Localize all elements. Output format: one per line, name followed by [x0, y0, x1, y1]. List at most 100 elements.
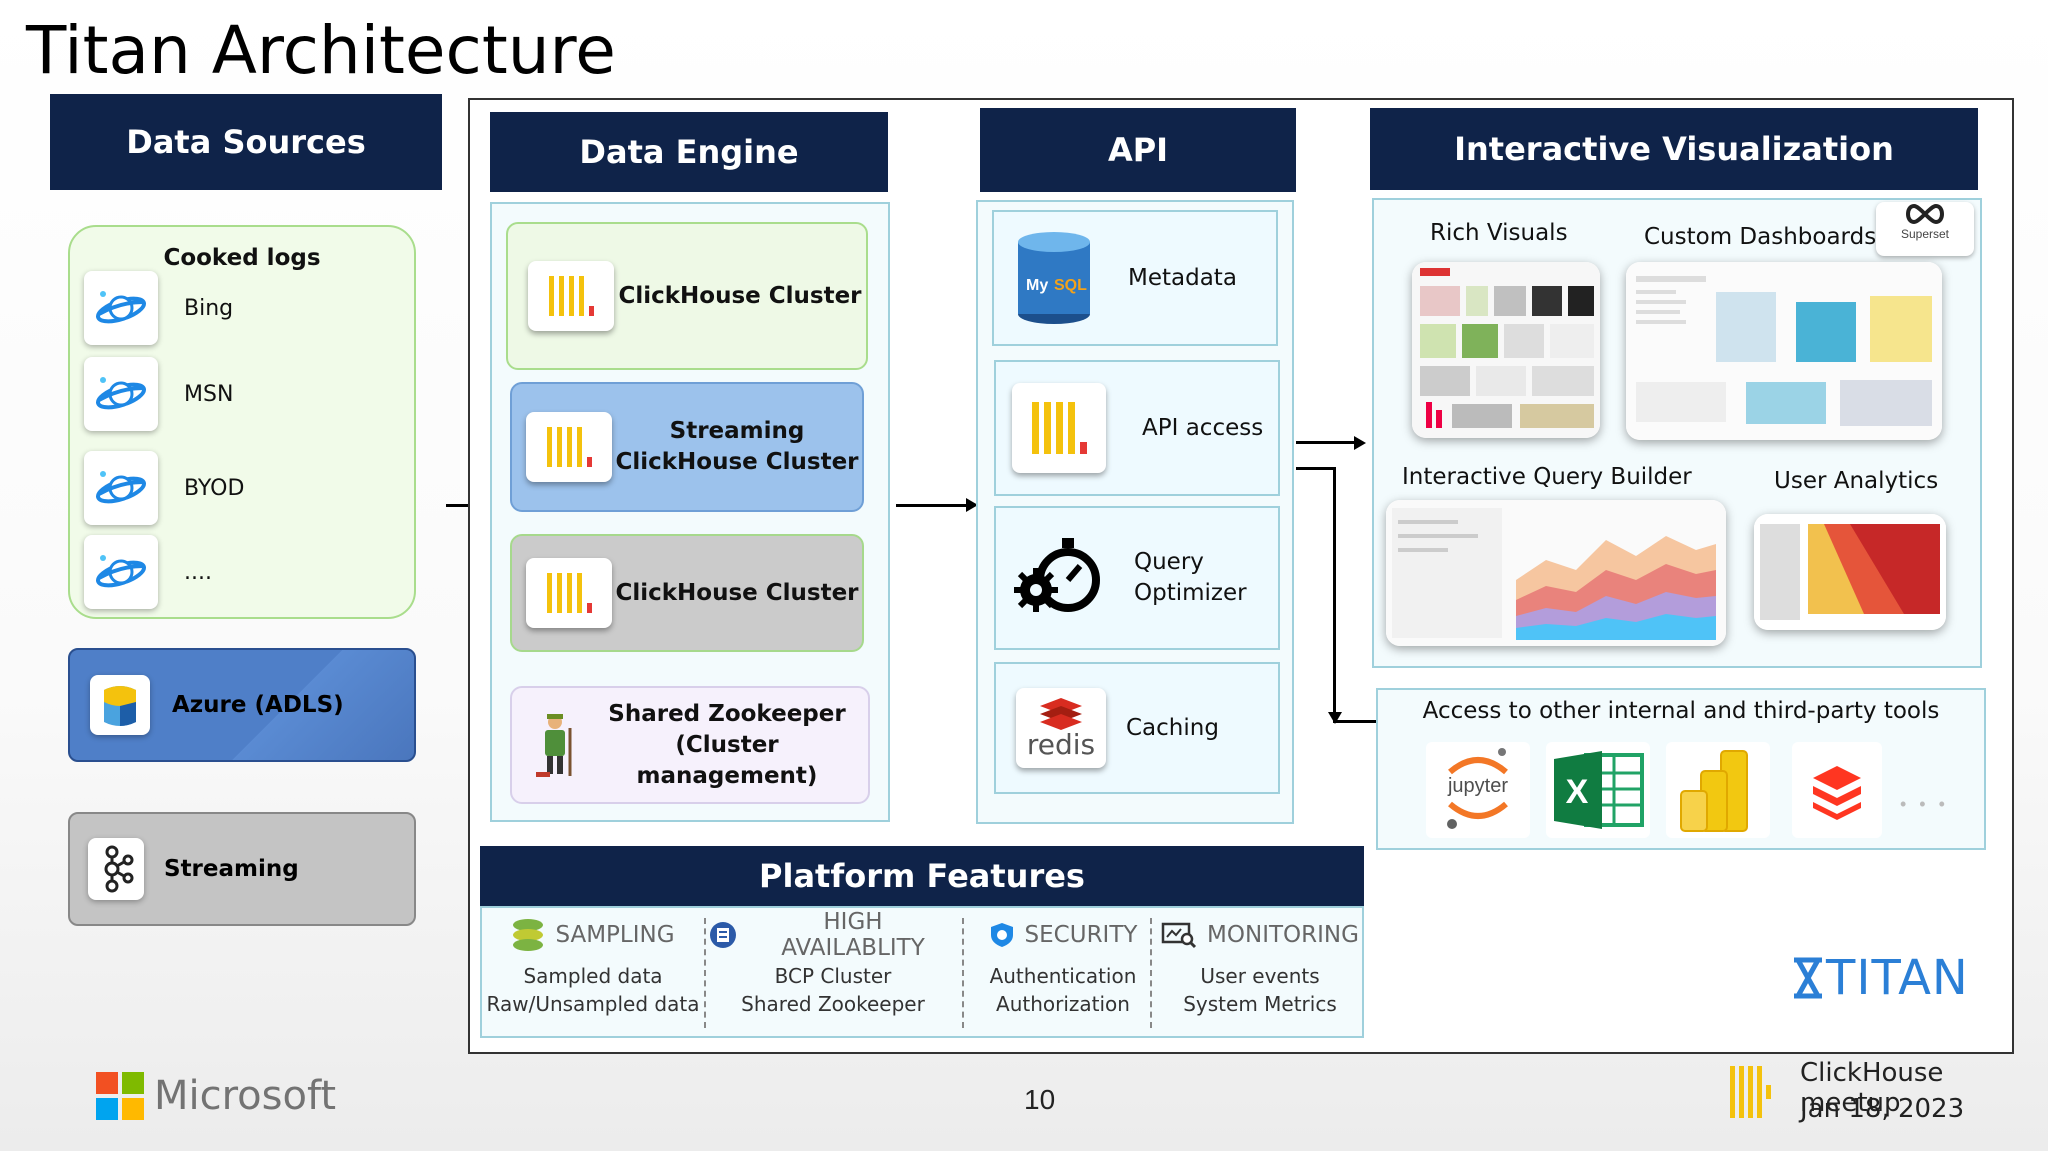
cooked-logs-title: Cooked logs [163, 245, 321, 271]
cluster-label: ClickHouse Cluster [618, 282, 862, 309]
user-analytics-thumbnail [1754, 514, 1946, 630]
mysql-icon: My SQL [1014, 228, 1094, 328]
feature-divider [1150, 918, 1152, 1028]
titan-logo: TITAN [1790, 950, 1969, 1006]
infinity-icon [1906, 203, 1944, 225]
cosmos-planet-icon [84, 357, 158, 431]
arrow-api-to-tools [1296, 467, 1336, 470]
feature-high-availability: HIGH AVAILABLITY BCP Cluster Shared Zook… [708, 908, 958, 1036]
database-coins-icon [513, 919, 544, 951]
query-builder-thumbnail [1386, 500, 1726, 646]
azure-adls-box: Azure (ADLS) [68, 648, 416, 762]
cooked-log-item: MSN [84, 357, 233, 431]
streaming-clickhouse-cluster: Streaming ClickHouse Cluster [510, 382, 864, 512]
microsoft-logo: Microsoft [96, 1072, 336, 1120]
streaming-source-box: Streaming [68, 812, 416, 926]
api-header: API [980, 108, 1296, 192]
meetup-title: ClickHouse meetup [1800, 1058, 1944, 1118]
viz-header: Interactive Visualization [1370, 108, 1978, 190]
azure-storage-icon [90, 675, 150, 735]
data-sources-header: Data Sources [50, 94, 442, 190]
microsoft-windows-icon [96, 1072, 144, 1120]
feature-line: Raw/Unsampled data [486, 992, 700, 1016]
clickhouse-meetup-logo [1730, 1066, 1771, 1118]
cluster-label: ClickHouse Cluster [615, 579, 859, 606]
zookeeper-icon [530, 710, 586, 780]
cluster-label: Streaming ClickHouse Cluster [615, 418, 859, 475]
feature-line: Shared Zookeeper [741, 992, 925, 1016]
cooked-log-item: BYOD [84, 451, 244, 525]
feature-line: User events [1200, 964, 1320, 988]
feature-line: Authentication [989, 964, 1137, 988]
server-icon [709, 922, 736, 948]
cooked-log-item: .... [84, 535, 212, 609]
feature-line: Authorization [996, 992, 1130, 1016]
feature-security: SECURITY Authentication Authorization [966, 908, 1160, 1036]
superset-logo: Superset [1876, 202, 1974, 256]
clickhouse-cluster-1: ClickHouse Cluster [506, 222, 868, 370]
zookeeper-label: Shared Zookeeper (Cluster management) [608, 700, 846, 789]
query-optimizer-label: Query Optimizer [1134, 549, 1247, 606]
feature-name: MONITORING [1207, 922, 1359, 948]
mysql-label: My [1026, 277, 1048, 294]
excel-text: X [1566, 773, 1589, 811]
clickhouse-icon [526, 412, 612, 482]
svg-text:SQL: SQL [1054, 277, 1087, 294]
jupyter-text: jupyter [1447, 775, 1508, 797]
custom-dashboards-label: Custom Dashboards [1644, 224, 1877, 250]
page-number: 10 [1024, 1084, 1056, 1115]
more-tools-dots: • • • [1900, 794, 1949, 814]
meetup-date: Jan 18, 2023 [1800, 1094, 1965, 1124]
metadata-box: My SQL Metadata [992, 210, 1278, 346]
user-analytics-label: User Analytics [1774, 468, 1939, 494]
feature-monitoring: MONITORING User events System Metrics [1154, 908, 1366, 1036]
query-optimizer-box: Query Optimizer [994, 506, 1280, 650]
feature-line: Sampled data [523, 964, 663, 988]
page-title: Titan Architecture [26, 12, 616, 89]
platform-features-header: Platform Features [480, 846, 1364, 906]
clickhouse-icon [528, 261, 614, 331]
clickhouse-cluster-2: ClickHouse Cluster [510, 534, 864, 652]
databricks-icon [1792, 742, 1882, 838]
api-access-label: API access [1142, 414, 1264, 441]
caching-box: redis Caching [994, 662, 1280, 794]
feature-sampling: SAMPLING Sampled data Raw/Unsampled data [482, 908, 704, 1036]
titan-logo-icon [1794, 957, 1822, 999]
cosmos-planet-icon [84, 451, 158, 525]
arrow-api-to-tools-horizontal [1333, 720, 1379, 723]
redis-icon: redis [1016, 688, 1106, 768]
microsoft-text: Microsoft [154, 1073, 337, 1119]
streaming-label: Streaming [164, 856, 299, 882]
shield-icon [990, 923, 1013, 947]
kafka-icon [88, 838, 144, 900]
excel-icon: X [1546, 742, 1650, 838]
rich-visuals-thumbnail [1412, 262, 1600, 438]
metadata-label: Metadata [1128, 264, 1237, 291]
arrow-api-to-tools-vertical [1333, 467, 1336, 721]
arrow-head-icon [966, 498, 978, 512]
platform-features-panel: SAMPLING Sampled data Raw/Unsampled data… [480, 906, 1364, 1038]
feature-divider [704, 918, 706, 1028]
clickhouse-icon [526, 558, 612, 628]
feature-name: SECURITY [1024, 922, 1138, 948]
cooked-log-item: Bing [84, 271, 233, 345]
arrow-head-icon [1328, 712, 1342, 724]
feature-name: HIGH AVAILABLITY [781, 909, 925, 961]
powerbi-icon [1666, 742, 1770, 838]
rich-visuals-label: Rich Visuals [1430, 220, 1568, 246]
optimizer-gear-icon [1010, 528, 1110, 628]
redis-text: redis [1026, 728, 1096, 761]
superset-text: Superset [1900, 227, 1950, 241]
feature-line: System Metrics [1183, 992, 1337, 1016]
cooked-log-label: BYOD [184, 475, 245, 501]
cosmos-planet-icon [84, 535, 158, 609]
jupyter-icon: jupyter [1426, 742, 1530, 838]
cooked-log-label: Bing [184, 295, 234, 321]
shared-zookeeper-box: Shared Zookeeper (Cluster management) [510, 686, 870, 804]
cooked-log-label: .... [184, 559, 212, 585]
cosmos-planet-icon [84, 271, 158, 345]
arrow-sources-to-engine [446, 504, 478, 507]
data-engine-header: Data Engine [490, 112, 888, 192]
feature-line: BCP Cluster [774, 964, 892, 988]
